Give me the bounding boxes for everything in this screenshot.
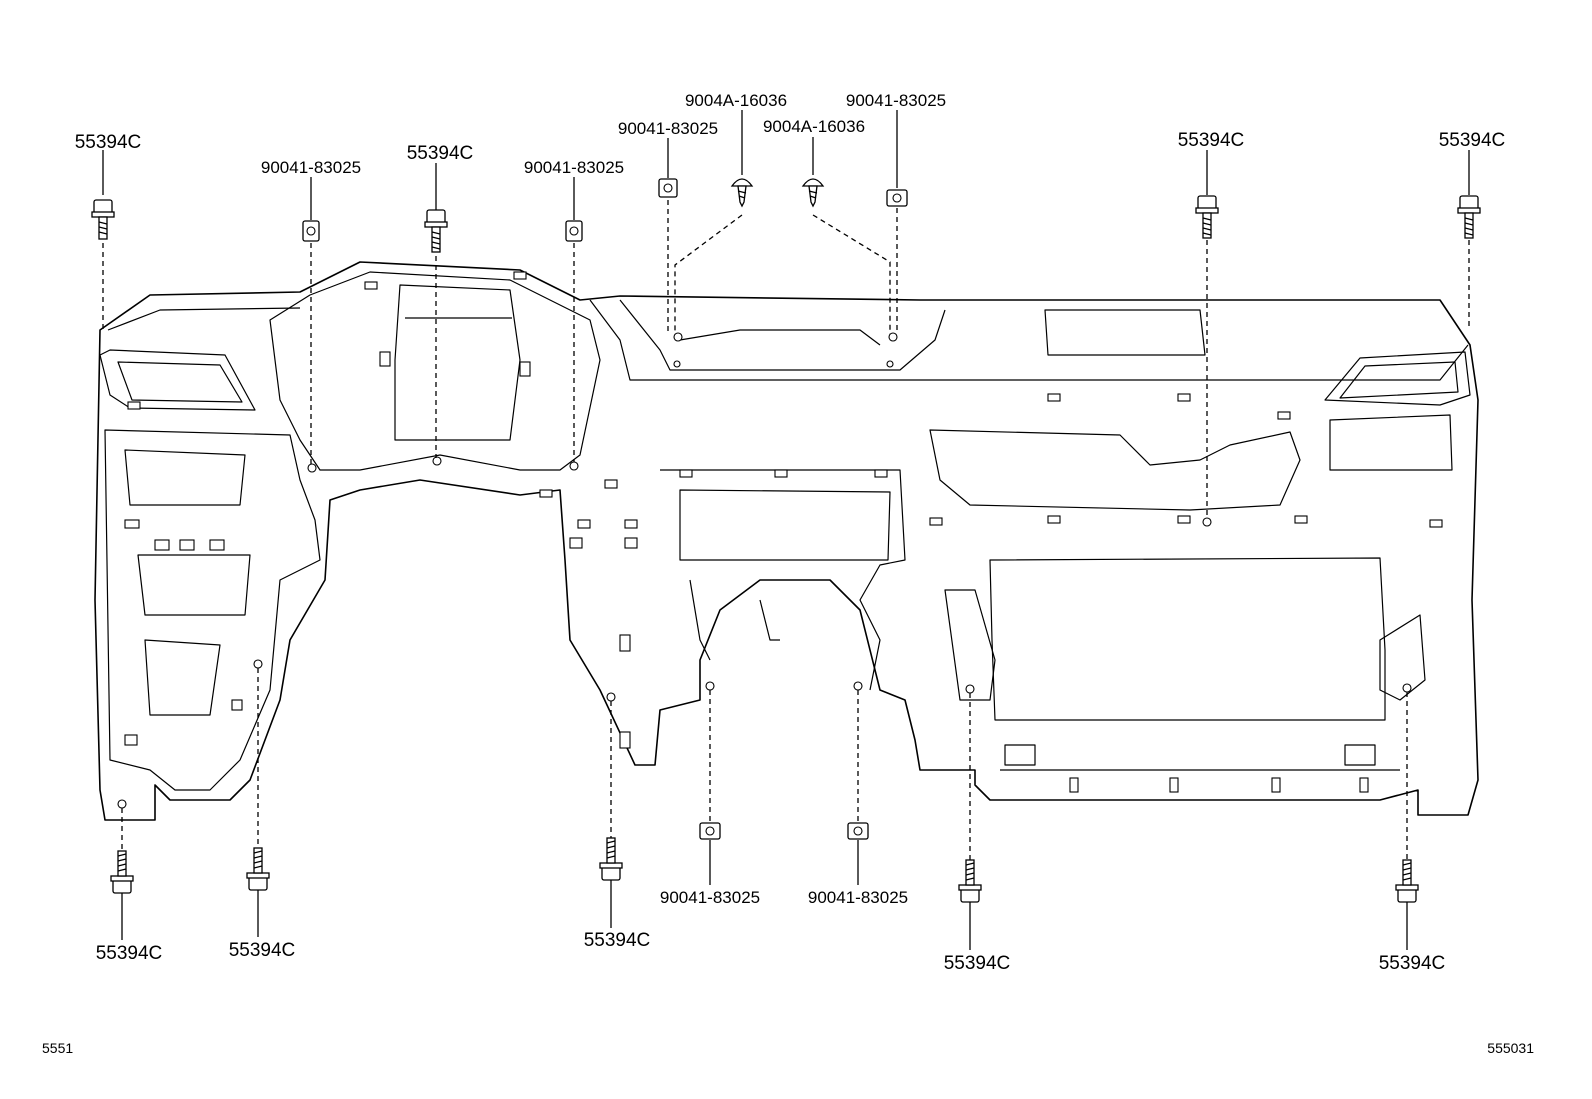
- callout-label[interactable]: 90041-83025: [618, 119, 718, 138]
- callout-label[interactable]: 55394C: [1178, 130, 1245, 151]
- bolt-icon: [1195, 195, 1219, 239]
- bolt-icon: [958, 859, 982, 903]
- screw-icon: [730, 178, 754, 208]
- instrument-panel-outline: [94, 261, 1479, 821]
- callout-label[interactable]: 90041-83025: [524, 158, 624, 177]
- bolt-icon: [1457, 195, 1481, 239]
- leader-lines: [102, 110, 1470, 950]
- bolt-icon: [246, 847, 270, 891]
- bolt-icon: [1395, 859, 1419, 903]
- clip-nut-icon: [302, 220, 320, 242]
- bolt-icon: [110, 850, 134, 894]
- callout-label[interactable]: 55394C: [584, 930, 651, 951]
- clip-nut-icon: [847, 822, 869, 840]
- fasteners: [91, 178, 1481, 903]
- clip-nut-icon: [658, 178, 678, 198]
- callout-label[interactable]: 55394C: [944, 953, 1011, 974]
- callout-labels: 55394C 90041-83025 55394C 90041-83025 90…: [75, 91, 1506, 974]
- bolt-icon: [91, 199, 115, 240]
- callout-label[interactable]: 90041-83025: [261, 158, 361, 177]
- callout-label[interactable]: 9004A-16036: [763, 117, 865, 136]
- clip-nut-icon: [699, 822, 721, 840]
- callout-label[interactable]: 90041-83025: [660, 888, 760, 907]
- callout-label[interactable]: 55394C: [96, 943, 163, 964]
- clip-nut-icon: [886, 189, 908, 207]
- clip-nut-icon: [565, 220, 583, 242]
- callout-label[interactable]: 55394C: [407, 143, 474, 164]
- bolt-icon: [599, 837, 623, 881]
- callout-label[interactable]: 9004A-16036: [685, 91, 787, 110]
- bolt-icon: [424, 209, 448, 253]
- callout-label[interactable]: 55394C: [229, 940, 296, 961]
- callout-label[interactable]: 55394C: [75, 132, 142, 153]
- callout-label[interactable]: 55394C: [1379, 953, 1446, 974]
- screw-icon: [801, 178, 825, 208]
- callout-label[interactable]: 90041-83025: [846, 91, 946, 110]
- callout-label[interactable]: 55394C: [1439, 130, 1506, 151]
- corner-code-left: 5551: [42, 1040, 73, 1056]
- callout-label[interactable]: 90041-83025: [808, 888, 908, 907]
- corner-code-right: 555031: [1487, 1040, 1534, 1056]
- mounting-points: [117, 332, 1412, 809]
